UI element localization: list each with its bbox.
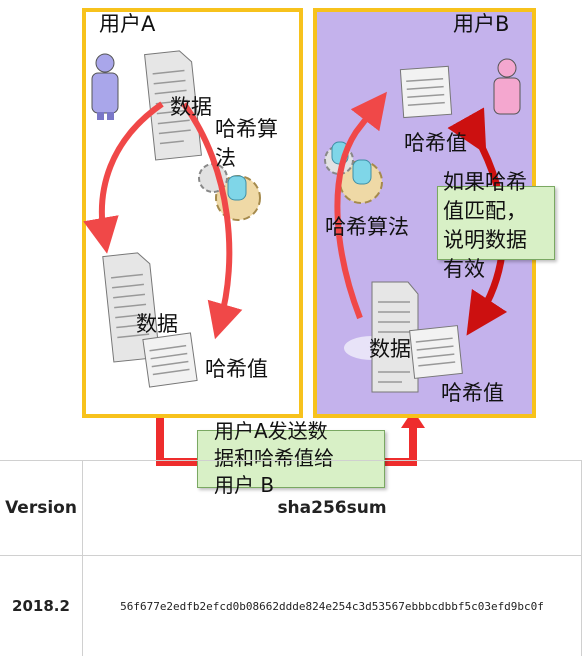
data-label: 数据	[170, 95, 212, 119]
table-row: 2018.2 56f677e2edfb2efcd0b08662ddde824e2…	[0, 555, 582, 656]
user-b-icon	[493, 58, 521, 115]
hash-value-label: 哈希值	[205, 357, 268, 381]
version-cell: 2018.2	[0, 555, 83, 656]
user-b-label: 用户B	[453, 12, 510, 36]
column-header-version: Version	[0, 460, 83, 556]
hash-value-scroll-icon	[399, 65, 453, 119]
flow-arrow	[83, 101, 164, 254]
document-icon	[102, 252, 161, 363]
user-a-label: 用户A	[99, 12, 156, 36]
match-callout	[437, 186, 555, 260]
hash-value-scroll-icon	[142, 332, 198, 388]
hash-value-label: 哈希值	[404, 131, 467, 155]
user-a-icon	[91, 53, 119, 120]
data-label: 数据	[369, 337, 411, 361]
hash-value-label: 哈希值	[441, 381, 504, 405]
data-label: 数据	[136, 312, 178, 336]
hash-value-scroll-icon	[409, 325, 463, 379]
hash-algorithm-label: 哈希算 法	[215, 117, 278, 170]
match-callout-text: 如果哈希 值匹配， 说明数据 有效	[443, 170, 527, 281]
document-icon	[144, 50, 202, 161]
sha256-cell: 56f677e2edfb2efcd0b08662ddde824e254c3d53…	[82, 555, 582, 656]
column-header-sha256sum: sha256sum	[82, 460, 582, 556]
hash-algorithm-label: 哈希算法	[325, 215, 409, 239]
flow-arrow	[334, 91, 387, 320]
checksum-table: Version sha256sum 2018.2 56f677e2edfb2ef…	[0, 460, 582, 656]
flow-arrow	[181, 102, 243, 340]
hash-algorithm-gear-icon	[324, 141, 383, 204]
document-icon	[344, 281, 419, 393]
table-header-row: Version sha256sum	[0, 460, 582, 556]
